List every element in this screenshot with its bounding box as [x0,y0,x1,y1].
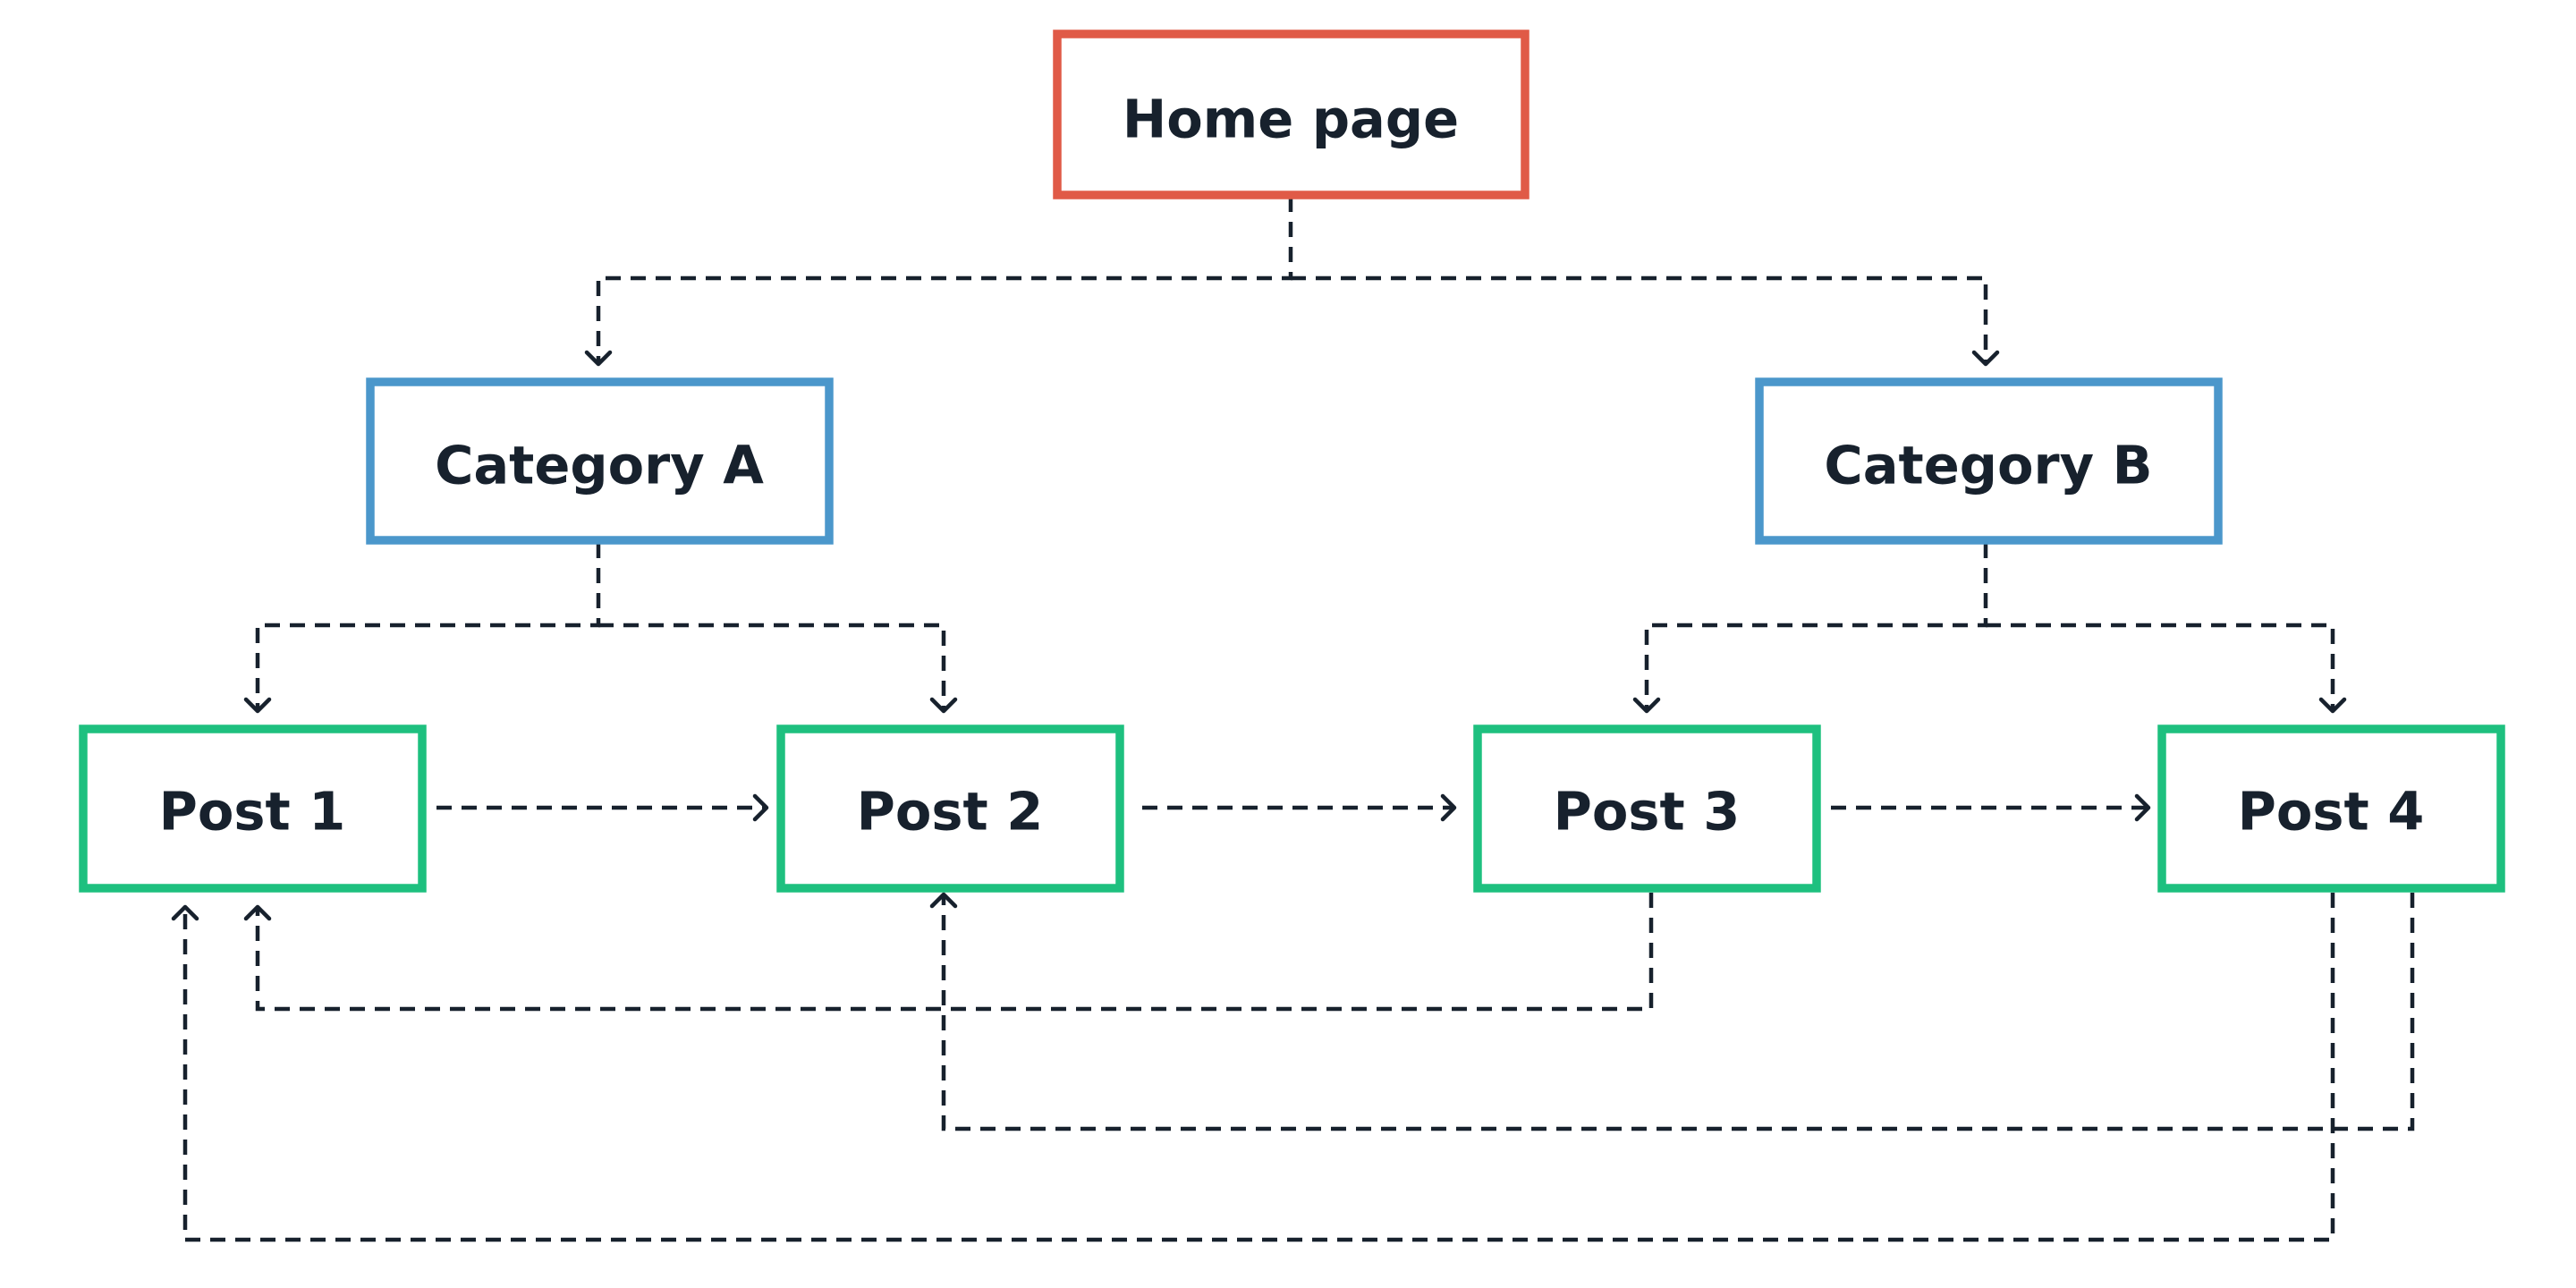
post-4-label: Post 4 [2238,781,2425,843]
arrowhead-post-4-top [2318,697,2347,714]
connectors [171,197,2415,1242]
link-category-a-to-post-2 [598,623,946,709]
node-post-4: Post 4 [2157,724,2505,893]
home-label: Home page [1123,89,1459,150]
arrowhead-post-2-bottom [929,892,958,909]
arrowhead-post-3-left [1440,793,1457,822]
link-category-b-to-post-4 [1986,623,2335,709]
post-1-box [79,724,427,893]
arrowhead-post-1-bottom-right [243,904,272,921]
node-post-2: Post 2 [776,724,1124,893]
category-a-box [366,377,834,545]
link-category-a-to-post-1 [255,543,601,709]
arrowhead-post-2-top [929,697,958,714]
node-category-b: Category B [1755,377,2223,545]
link-category-b-to-post-3 [1644,543,1988,709]
arrowhead-category-a [584,350,613,367]
arrowhead-post-1-top [243,697,272,714]
post-2-label: Post 2 [857,781,1044,843]
post-4-box [2157,724,2505,893]
post-3-box [1473,724,1821,893]
node-home: Home page [1053,30,1530,199]
node-post-1: Post 1 [79,724,427,893]
category-b-box [1755,377,2223,545]
post-1-label: Post 1 [159,781,346,843]
home-box [1053,30,1530,199]
category-b-label: Category B [1824,435,2152,496]
arrowhead-post-1-bottom-left [171,904,199,921]
link-home-to-category-b [1291,275,1988,362]
link-post-4-to-post-1 [182,893,2335,1242]
arrowhead-post-4-left [2134,793,2151,822]
category-a-label: Category A [435,435,764,496]
arrowhead-post-2-left [752,793,769,822]
post-2-box [776,724,1124,893]
node-post-3: Post 3 [1473,724,1821,893]
link-post-3-to-post-1 [255,893,1654,1012]
link-home-to-category-a [596,197,1293,362]
post-3-label: Post 3 [1554,781,1741,843]
arrowhead-category-b [1971,350,2000,367]
node-category-a: Category A [366,377,834,545]
arrowhead-post-3-top [1632,697,1661,714]
